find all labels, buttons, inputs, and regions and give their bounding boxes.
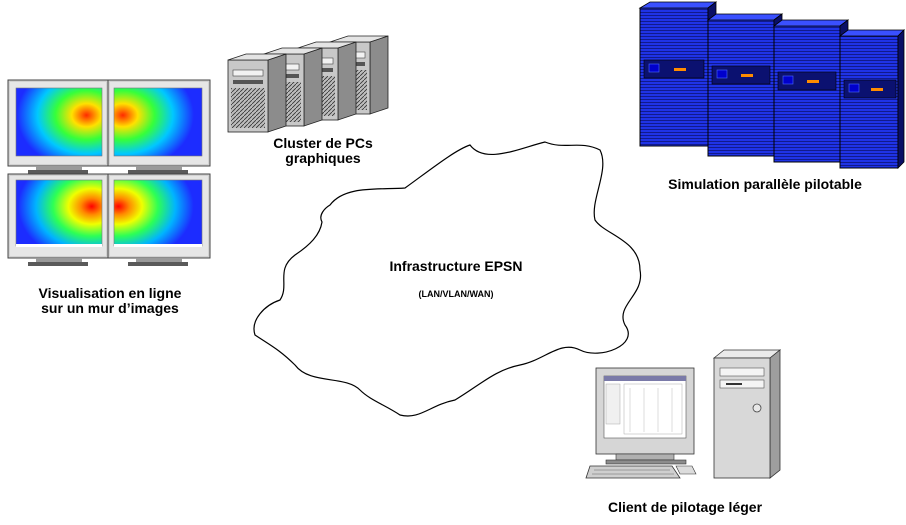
parallel-sim-label-line-1: Simulation parallèle pilotable: [668, 176, 862, 192]
pc-tower-cluster-icon: [227, 35, 389, 133]
client-keyboard: [585, 465, 697, 479]
pc-cluster-label-line-1: Cluster de PCs: [273, 135, 373, 151]
pc-tower: [227, 53, 287, 133]
rack-cabinet: [706, 13, 784, 157]
display-wall-label-line-2: sur un mur d’images: [41, 300, 179, 316]
client-monitor: [595, 367, 695, 465]
monitor-wall-icon: [7, 79, 211, 266]
network-cloud: [253, 141, 642, 417]
desktop-computer-icon: [585, 349, 782, 479]
cloud-title: Infrastructure EPSN: [389, 258, 523, 274]
cloud-subtitle: (LAN/VLAN/WAN): [418, 289, 494, 299]
rack-cabinet: [772, 19, 850, 163]
client-tower: [712, 349, 782, 479]
parallel-sim-label: Simulation parallèle pilotable: [630, 177, 900, 192]
rack-cabinet: [838, 29, 905, 169]
monitor-bottom-left: [7, 173, 109, 266]
thin-client-label: Client de pilotage léger: [580, 500, 790, 515]
pc-cluster-label-line-2: graphiques: [285, 150, 361, 166]
thin-client-label-line-1: Client de pilotage léger: [607, 499, 763, 515]
monitor-bottom-right: [107, 173, 211, 266]
supercomputer-rack-icon: [638, 1, 905, 169]
rack-cabinet: [638, 1, 718, 147]
monitor-top-left: [7, 79, 109, 174]
cloud-outline: [253, 141, 642, 417]
monitor-top-right: [107, 79, 211, 174]
display-wall-label: Visualisation en ligne sur un mur d’imag…: [0, 286, 220, 316]
pc-cluster-label: Cluster de PCs graphiques: [258, 136, 388, 166]
display-wall-label-line-1: Visualisation en ligne: [38, 285, 182, 301]
